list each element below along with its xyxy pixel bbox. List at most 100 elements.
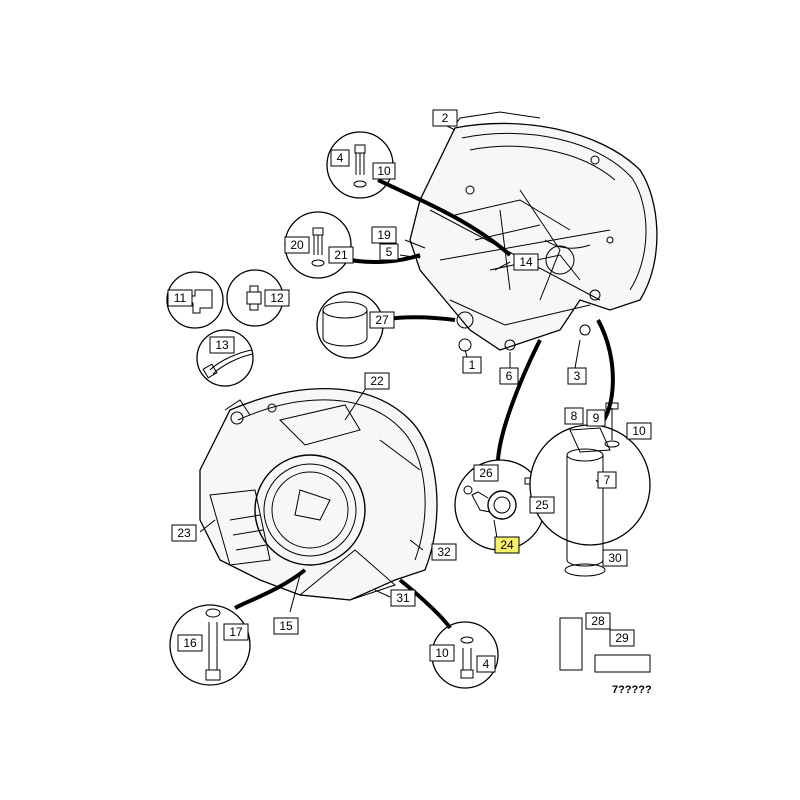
callout-c25: 25 — [529, 496, 555, 514]
callout-c22: 22 — [364, 372, 390, 390]
callout-number: 14 — [519, 255, 533, 269]
callout-box — [609, 629, 635, 647]
callout-c15: 15 — [273, 617, 299, 635]
callout-box — [371, 226, 397, 244]
callout-c9: 9 — [586, 409, 606, 427]
callout-box — [626, 422, 652, 440]
callout-c4b: 4 — [476, 655, 496, 673]
callout-number: 24 — [500, 538, 514, 552]
callout-box — [364, 372, 390, 390]
callout-c19: 19 — [371, 226, 397, 244]
callout-c7: 7 — [597, 471, 617, 489]
callout-number: 29 — [615, 631, 629, 645]
callout-c10c: 10 — [429, 644, 455, 662]
callout-box — [209, 336, 235, 354]
callout-number: 31 — [396, 591, 410, 605]
callout-c17: 17 — [223, 623, 249, 641]
callout-box — [476, 655, 496, 673]
callout-number: 6 — [506, 369, 513, 383]
callout-box — [431, 543, 457, 561]
callout-number: 27 — [375, 313, 389, 327]
callout-c8: 8 — [564, 407, 584, 425]
callout-number: 7 — [604, 473, 611, 487]
callout-number: 4 — [337, 151, 344, 165]
callout-box — [529, 496, 555, 514]
callout-box — [586, 409, 606, 427]
callout-c30: 30 — [602, 549, 628, 567]
callout-box — [177, 634, 203, 652]
callout-box — [330, 149, 350, 167]
callout-c6: 6 — [499, 367, 519, 385]
callout-c27: 27 — [369, 311, 395, 329]
callout-c32: 32 — [431, 543, 457, 561]
callout-c20: 20 — [284, 236, 310, 254]
callout-number: 19 — [377, 228, 391, 242]
callout-box — [564, 407, 584, 425]
detail-bushing — [316, 291, 384, 359]
callout-number: 23 — [177, 526, 191, 540]
callout-number: 15 — [279, 619, 293, 633]
callout-number: 10 — [377, 164, 391, 178]
detail-mount-pillar — [529, 402, 651, 577]
callout-c28: 28 — [585, 612, 611, 630]
callout-number: 11 — [174, 291, 187, 305]
callout-number: 4 — [483, 657, 490, 671]
callout-number: 1 — [469, 358, 476, 372]
callout-box — [372, 162, 396, 180]
callout-box — [462, 356, 482, 374]
callout-c2: 2 — [432, 109, 458, 127]
upper-floor-frame — [409, 111, 658, 352]
callout-number: 10 — [435, 646, 449, 660]
callout-c12: 12 — [264, 289, 290, 307]
callout-number: 17 — [229, 625, 243, 639]
callout-number: 8 — [571, 409, 578, 423]
callout-number: 20 — [290, 238, 304, 252]
callout-box — [585, 612, 611, 630]
callout-c14: 14 — [513, 253, 539, 271]
callout-number: 30 — [608, 551, 622, 565]
callout-box — [390, 589, 416, 607]
callout-c21: 21 — [328, 246, 354, 264]
lower-base-plate — [199, 387, 438, 601]
callout-number: 22 — [370, 374, 384, 388]
callout-c29: 29 — [609, 629, 635, 647]
callout-c26: 26 — [473, 464, 499, 482]
callout-c31: 31 — [390, 589, 416, 607]
callout-c24: 24 — [494, 536, 520, 554]
callout-box — [429, 644, 455, 662]
callout-box — [264, 289, 290, 307]
callout-box — [328, 246, 354, 264]
callout-box — [567, 367, 587, 385]
callout-c13: 13 — [209, 336, 235, 354]
callout-box — [369, 311, 395, 329]
callout-box — [432, 109, 458, 127]
callout-box — [223, 623, 249, 641]
callout-box — [499, 367, 519, 385]
callout-box — [494, 536, 520, 554]
callout-box — [284, 236, 310, 254]
callout-c23: 23 — [171, 524, 197, 542]
callout-box — [379, 243, 399, 261]
callout-box — [597, 471, 617, 489]
callout-number: 10 — [632, 424, 646, 438]
callout-box — [167, 289, 193, 307]
drawing-number: 7????? — [612, 684, 652, 696]
callout-c3: 3 — [567, 367, 587, 385]
callout-box — [473, 464, 499, 482]
callout-c16: 16 — [177, 634, 203, 652]
callout-number: 9 — [593, 411, 600, 425]
callout-c10a: 10 — [372, 162, 396, 180]
callout-number: 3 — [574, 369, 581, 383]
part-28-29 — [559, 617, 651, 673]
callout-c1: 1 — [462, 356, 482, 374]
callout-number: 12 — [270, 291, 284, 305]
callout-number: 25 — [535, 498, 549, 512]
callout-number: 32 — [437, 545, 451, 559]
callout-number: 26 — [479, 466, 493, 480]
callout-c11: 11 — [167, 289, 193, 307]
callout-box — [171, 524, 197, 542]
callout-c5: 5 — [379, 243, 399, 261]
callout-c10b: 10 — [626, 422, 652, 440]
